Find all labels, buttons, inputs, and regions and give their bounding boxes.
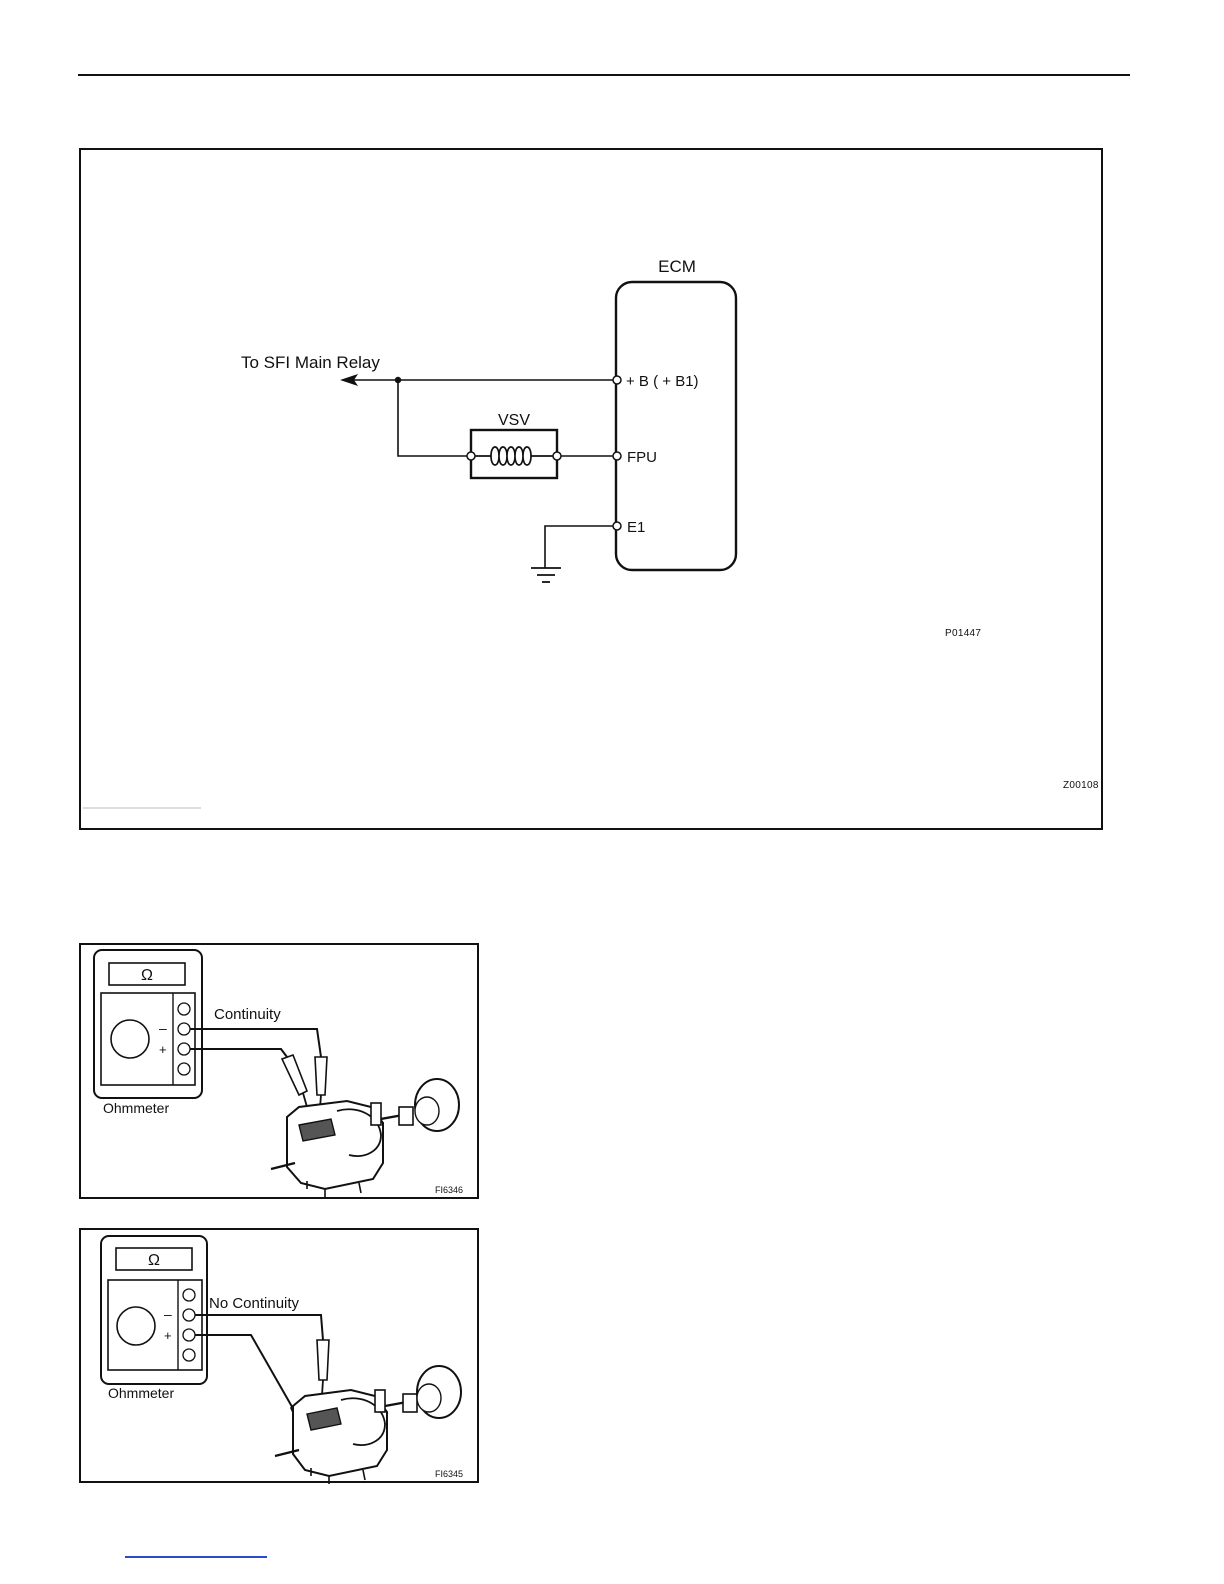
dial-icon: [111, 1020, 149, 1058]
ohm-symbol-icon: Ω: [141, 967, 153, 984]
ground-wire: [545, 526, 613, 568]
test-label: Continuity: [214, 1006, 281, 1023]
probe-lead-plus: [195, 1335, 295, 1412]
probe-lead-plus: [190, 1049, 287, 1057]
no-continuity-illustration: Ω – + Ohmmeter No Continuity: [81, 1230, 481, 1485]
terminal-e1-label: E1: [627, 519, 645, 536]
jack-icon: [183, 1289, 195, 1301]
figure-code: FI6346: [435, 1185, 463, 1195]
jack-icon: [178, 1003, 190, 1015]
minus-sign: –: [159, 1020, 167, 1036]
jack-minus-icon: [178, 1023, 190, 1035]
terminal-fpu: [613, 452, 621, 460]
dial-icon: [117, 1307, 155, 1345]
jack-minus-icon: [183, 1309, 195, 1321]
figure-code: FI6345: [435, 1469, 463, 1479]
probe-icon: [315, 1057, 327, 1095]
plus-sign: +: [164, 1328, 172, 1343]
header-rule: [78, 74, 1130, 76]
figure-code-inner: P01447: [945, 628, 981, 639]
vsv-valve-icon: [271, 1079, 459, 1197]
jack-icon: [178, 1063, 190, 1075]
jack-plus-icon: [178, 1043, 190, 1055]
test-label: No Continuity: [209, 1295, 300, 1312]
vsv-feed-wire: [398, 380, 469, 456]
terminal-e1: [613, 522, 621, 530]
ohm-symbol-icon: Ω: [148, 1252, 160, 1269]
vsv-valve-icon: [275, 1366, 461, 1484]
continuity-illustration: Ω – + Ohmmeter Continuity: [81, 945, 481, 1201]
probe-icon: [317, 1340, 329, 1380]
probe-lead-minus: [195, 1315, 323, 1340]
footer-link-underline[interactable]: [125, 1556, 267, 1558]
continuity-figure: Ω – + Ohmmeter Continuity: [79, 943, 479, 1199]
solenoid-coil-icon: [475, 447, 553, 465]
wiring-diagram-panel: ECM To SFI Main Relay VSV + B ( + B1) FP…: [79, 148, 1103, 830]
probe-icon: [282, 1055, 307, 1095]
no-continuity-figure: Ω – + Ohmmeter No Continuity: [79, 1228, 479, 1483]
vsv-label: VSV: [498, 412, 530, 429]
vsv-pin-left: [467, 452, 475, 460]
vsv-pin-right: [553, 452, 561, 460]
ohmmeter-label: Ohmmeter: [103, 1100, 169, 1116]
plus-sign: +: [159, 1042, 167, 1057]
terminal-b-label: + B ( + B1): [626, 373, 699, 390]
wiring-diagram: ECM To SFI Main Relay VSV + B ( + B1) FP…: [81, 150, 1105, 832]
ecm-label: ECM: [658, 257, 696, 276]
vsv-box: [471, 430, 557, 478]
figure-code-outer: Z00108: [1063, 780, 1099, 791]
jack-icon: [183, 1349, 195, 1361]
jack-plus-icon: [183, 1329, 195, 1341]
probe-lead-minus: [190, 1029, 321, 1057]
relay-label: To SFI Main Relay: [241, 353, 380, 372]
terminal-fpu-label: FPU: [627, 449, 657, 466]
minus-sign: –: [164, 1306, 172, 1322]
terminal-b: [613, 376, 621, 384]
ohmmeter-label: Ohmmeter: [108, 1385, 174, 1401]
